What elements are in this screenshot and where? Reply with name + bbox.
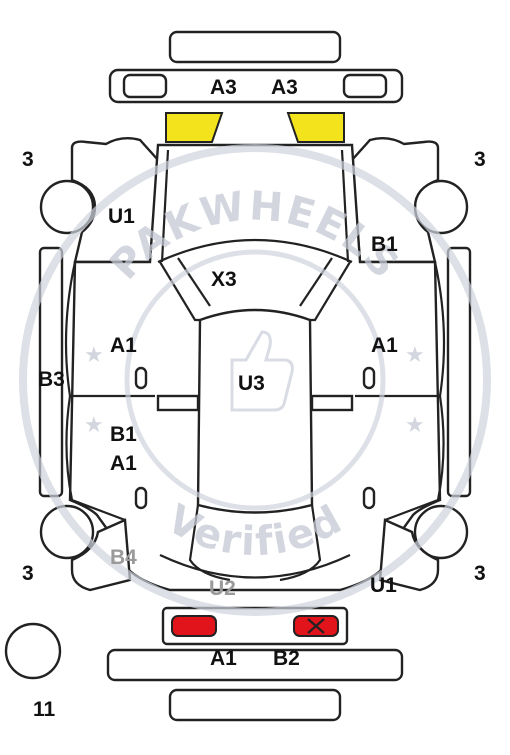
label-corner-front-right: 3 [474,148,486,171]
label-corner-rear-left: 3 [22,562,34,585]
spare-tire[interactable] [4,622,62,680]
handle-front-right[interactable] [362,366,376,390]
label-tail-b2: B2 [273,647,300,670]
label-spare-tire: 11 [33,698,56,721]
label-corner-front-left: 3 [22,148,34,171]
label-quarter-rear-right: U1 [370,574,397,597]
watermark-star-right-low-icon: ★ [405,413,425,438]
label-fender-front-right: B1 [371,233,398,256]
label-roof: U3 [238,372,265,395]
label-quarter-rear-left: B4 [110,546,137,569]
handle-front-left[interactable] [134,366,148,390]
a-pillar-left-inner [177,257,211,307]
label-door-rear-left-1: B1 [110,423,137,446]
headlight-right[interactable] [286,112,345,143]
label-a3-right: A3 [271,76,298,99]
rear-bumper[interactable] [106,648,404,682]
front-bumper[interactable] [108,68,404,104]
trunk-lid[interactable] [159,554,351,579]
label-a3-left: A3 [210,76,237,99]
label-fender-front-left: U1 [108,205,135,228]
front-right-lamp-housing[interactable] [342,73,388,99]
handle-rear-left[interactable] [134,486,148,510]
label-tail-a1: A1 [210,647,237,670]
front-bumper-outer[interactable] [168,30,342,64]
label-door-front-right: A1 [371,334,398,357]
label-door-rear-left-2: A1 [110,452,137,475]
handle-rear-right[interactable] [362,486,376,510]
label-sill-left: B3 [38,368,65,391]
wheel-rear-left[interactable] [39,504,95,560]
label-hood: X3 [211,268,237,291]
headlight-left[interactable] [165,112,224,143]
taillight-right-cross-mark [307,618,325,634]
door-rear-right[interactable] [384,395,445,522]
label-door-front-left: A1 [110,334,137,357]
watermark-ring-outer [19,144,491,616]
b-pillar-left [156,394,200,412]
door-rear-left[interactable] [65,395,126,522]
wheel-rear-right[interactable] [413,504,469,560]
rear-bumper-outer[interactable] [168,688,342,722]
watermark-ring-inner [124,249,386,511]
watermark-thumb-icon [230,330,294,412]
door-front-right[interactable] [355,261,446,398]
label-corner-rear-right: 3 [474,562,486,585]
watermark-star-right-icon: ★ [405,343,425,368]
watermark-star-left-icon: ★ [84,343,104,368]
watermark-star-left-low-icon: ★ [84,413,104,438]
door-front-left[interactable] [64,261,155,398]
b-pillar-right [310,394,354,412]
a-pillar-right-inner [299,257,333,307]
front-left-lamp-housing[interactable] [122,73,168,99]
taillight-left[interactable] [171,615,217,637]
wheel-front-left[interactable] [39,179,95,235]
hood-panel[interactable] [157,238,353,264]
label-trunk: U2 [209,577,236,600]
